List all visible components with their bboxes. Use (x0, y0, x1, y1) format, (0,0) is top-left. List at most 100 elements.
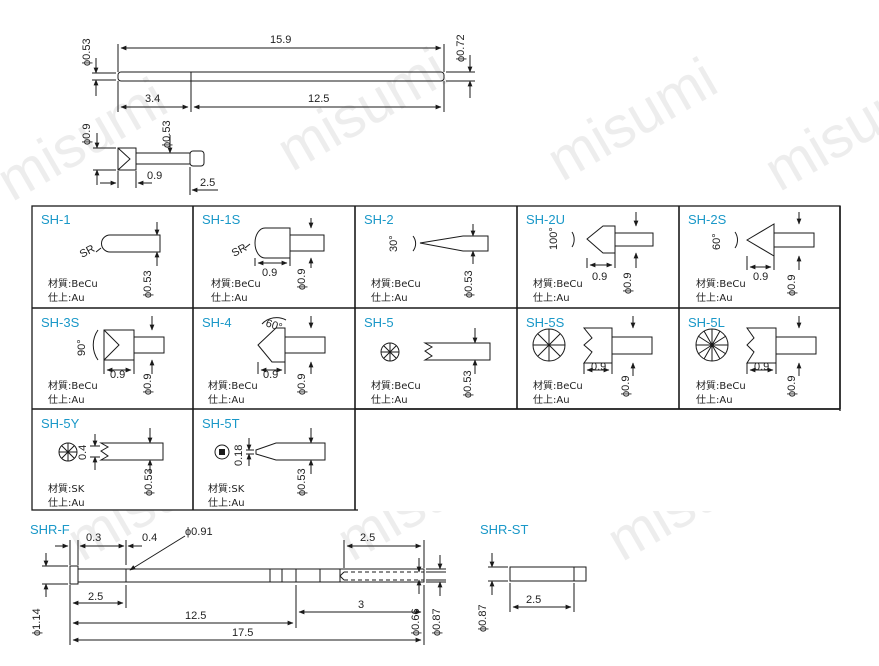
tip-material: 材質:BeCu (371, 379, 421, 392)
tip-cell-sh-5: SH-5 ϕ0.53 材質:BeCu 仕上:Au (364, 315, 474, 406)
tip-table (31, 205, 842, 511)
tip-material: 材質:BeCu (208, 379, 258, 392)
tip-cell-sh-5t: SH-5T 0.18 ϕ0.53 材質:SK 仕上:Au (202, 416, 308, 509)
tip-cell-sh-2: SH-2 30° ϕ0.53 材質:BeCu 仕上:Au (364, 212, 475, 304)
tip-cell-sh-3s: SH-3S 90° 0.9 ϕ0.9 材質:BeCu 仕上:Au (41, 315, 154, 406)
shr-st-dia: ϕ0.87 (477, 604, 489, 632)
dim-seg-b: 12.5 (308, 93, 329, 105)
dim-d10: ϕ0.66 (410, 608, 422, 636)
tip-angle: 0.4 (77, 445, 89, 460)
tip-finish: 仕上:Au (211, 291, 248, 304)
tip-finish: 仕上:Au (371, 291, 408, 304)
shr-f-code: SHR-F (30, 522, 70, 537)
tip-angle: 90° (76, 339, 88, 356)
tip-finish: 仕上:Au (208, 393, 245, 406)
tip-length: 0.9 (110, 369, 125, 381)
tip-angle: 0.18 (233, 445, 245, 466)
shr-st-len: 2.5 (526, 594, 541, 606)
tip-material: 材質:SK (48, 482, 85, 495)
dim-d7: 3 (358, 599, 364, 611)
dim-seg-a: 3.4 (145, 93, 160, 105)
shr-st-drawing: SHR-ST ϕ0.87 2.5 (477, 522, 587, 632)
tip-code: SH-5S (526, 315, 565, 330)
tip-code: SH-3S (41, 315, 80, 330)
tip-code: SH-5 (364, 315, 394, 330)
dim-d4: 2.5 (88, 591, 103, 603)
tip-dia: ϕ0.9 (296, 269, 308, 290)
shr-st-code: SHR-ST (480, 522, 528, 537)
tip-cell-sh-1: SH-1 SR ϕ0.53 材質:BeCu 仕上:Au (41, 212, 154, 304)
tip-finish: 仕上:Au (371, 393, 408, 406)
tip-material: 材質:BeCu (211, 277, 261, 290)
tip-code: SH-5Y (41, 416, 80, 431)
tip-code: SH-2U (526, 212, 565, 227)
tip-angle: 60° (264, 317, 284, 334)
tip-code: SH-5L (688, 315, 725, 330)
dim-d1: 0.3 (86, 532, 101, 544)
tip-material: 材質:BeCu (533, 277, 583, 290)
tip-material: 材質:SK (208, 482, 245, 495)
tip-dia: ϕ0.53 (296, 468, 308, 496)
dim-total: 15.9 (270, 34, 291, 46)
dim-d9: ϕ1.14 (31, 608, 43, 636)
small-pin-drawing: ϕ0.9 ϕ0.53 0.9 2.5 (81, 120, 218, 195)
svg-text:misumi: misumi (536, 45, 728, 193)
tip-length: 0.9 (754, 361, 769, 373)
tip-finish: 仕上:Au (696, 393, 733, 406)
dim-dia-tip: ϕ0.9 (81, 124, 93, 145)
dim-d3: ϕ0.91 (185, 526, 213, 538)
shr-f-drawing: SHR-F 0.3 0.4 ϕ0.91 2.5 12.5 3 17.5 (30, 522, 446, 645)
tip-angle: 100° (548, 227, 560, 250)
tip-dia: ϕ0.9 (786, 376, 798, 397)
tip-cell-sh-2u: SH-2U 100° 0.9 ϕ0.9 材質:BeCu 仕上:Au (526, 212, 634, 304)
dim-d2: 0.4 (142, 532, 157, 544)
tip-drawings (58, 212, 817, 474)
dim-d8: 17.5 (232, 627, 253, 639)
tip-cell-sh-2s: SH-2S 60° 0.9 ϕ0.9 材質:BeCu 仕上:Au (688, 212, 798, 304)
tip-finish: 仕上:Au (48, 496, 85, 509)
tip-cell-sh-4: SH-4 60° 0.9 ϕ0.9 材質:BeCu 仕上:Au (202, 315, 308, 406)
dim-dia-left: ϕ0.53 (81, 38, 93, 66)
tip-code: SH-1S (202, 212, 241, 227)
tip-length: 0.9 (591, 361, 606, 373)
dim-d6: 12.5 (185, 610, 206, 622)
tip-length: 0.9 (263, 369, 278, 381)
dim-len-a: 0.9 (147, 170, 162, 182)
tip-angle: 30° (388, 235, 400, 252)
tip-dia: ϕ0.53 (463, 270, 475, 298)
tip-dia: ϕ0.9 (296, 374, 308, 395)
tip-dia: ϕ0.9 (786, 275, 798, 296)
tip-dia: ϕ0.9 (142, 374, 154, 395)
tip-finish: 仕上:Au (48, 291, 85, 304)
svg-text:misumi: misumi (266, 35, 458, 183)
tip-cell-sh-5s: SH-5S 0.9 ϕ0.9 材質:BeCu 仕上:Au (526, 315, 632, 406)
tip-material: 材質:BeCu (48, 379, 98, 392)
tip-code: SH-1 (41, 212, 71, 227)
tip-code: SH-2S (688, 212, 727, 227)
tip-cell-sh-1s: SH-1S SR 0.9 ϕ0.9 材質:BeCu 仕上:Au (202, 212, 308, 304)
tip-cell-sh-5y: SH-5Y 0.4 ϕ0.53 材質:SK 仕上:Au (41, 416, 155, 509)
tip-finish: 仕上:Au (48, 393, 85, 406)
tip-length: 0.9 (592, 271, 607, 283)
dim-len-b: 2.5 (200, 177, 215, 189)
tip-dia: ϕ0.53 (142, 270, 154, 298)
tip-code: SH-5T (202, 416, 240, 431)
tip-material: 材質:BeCu (696, 277, 746, 290)
tip-material: 材質:BeCu (696, 379, 746, 392)
tip-dia: ϕ0.53 (462, 370, 474, 398)
tip-cell-sh-5l: SH-5L 0.9 ϕ0.9 材質:BeCu 仕上:Au (688, 315, 798, 406)
tip-dia: ϕ0.9 (620, 376, 632, 397)
tip-code: SH-2 (364, 212, 394, 227)
tip-material: 材質:BeCu (533, 379, 583, 392)
tip-finish: 仕上:Au (696, 291, 733, 304)
dim-d5: 2.5 (360, 532, 375, 544)
tip-material: 材質:BeCu (48, 277, 98, 290)
top-pin-drawing: 15.9 3.4 12.5 ϕ0.53 ϕ0.72 (81, 34, 475, 112)
tip-length: 0.9 (262, 267, 277, 279)
tip-length: 0.9 (753, 271, 768, 283)
tip-finish: 仕上:Au (533, 393, 570, 406)
dim-dia-shaft: ϕ0.53 (161, 120, 173, 148)
tip-finish: 仕上:Au (533, 291, 570, 304)
tip-angle: 60° (711, 233, 723, 250)
